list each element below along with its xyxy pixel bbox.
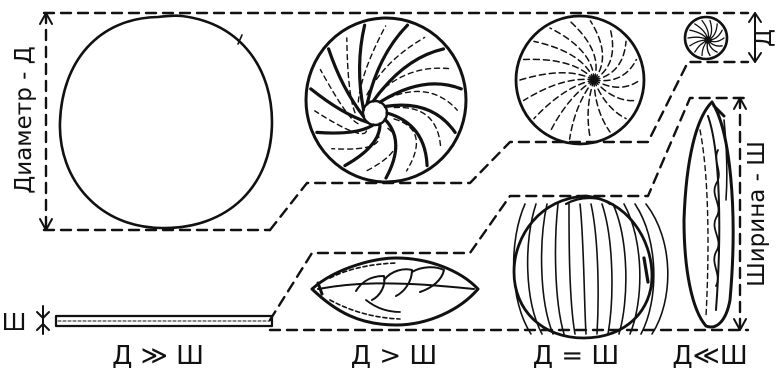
shell-spiral-disc: [306, 18, 466, 182]
ratio-label-1: Д ≫ Ш: [112, 341, 204, 371]
shell-large-disc: [60, 16, 272, 228]
spiral-rib: [311, 89, 367, 122]
diameter-label: Диаметр - Д: [11, 46, 37, 193]
spiral-rib: [380, 84, 461, 102]
globe-meridian: [591, 204, 598, 334]
ratio-label-4: Д≪Ш: [672, 341, 747, 371]
globe-ray: [550, 28, 594, 80]
shell-spindle-profile: [684, 102, 733, 327]
globe-meridian: [613, 204, 626, 334]
width-label: Ширина - Ш: [744, 141, 770, 287]
shell-globe-profile: [514, 196, 668, 338]
shell-large-disc-profile: [56, 316, 272, 326]
globe-ray: [594, 80, 636, 101]
shell-small-top: [685, 17, 727, 59]
globe-meridian: [556, 204, 564, 334]
ratio-label-2: Д > Ш: [351, 341, 437, 371]
globe-meridian: [580, 204, 586, 334]
globe-meridian: [569, 204, 575, 334]
globe-ray: [594, 80, 640, 87]
globe-ray: [588, 80, 594, 139]
ratio-label-3: Д = Ш: [533, 341, 619, 371]
shell-globe-top: [516, 16, 644, 144]
small-width-label: Ш: [2, 310, 27, 336]
globe-ray: [594, 28, 613, 80]
small-diameter-label: Д: [751, 29, 776, 47]
spiral-rib: [360, 25, 365, 109]
shell-lens-profile: [312, 258, 478, 325]
globe-meridian: [542, 204, 553, 334]
globe-meridian: [602, 204, 612, 334]
